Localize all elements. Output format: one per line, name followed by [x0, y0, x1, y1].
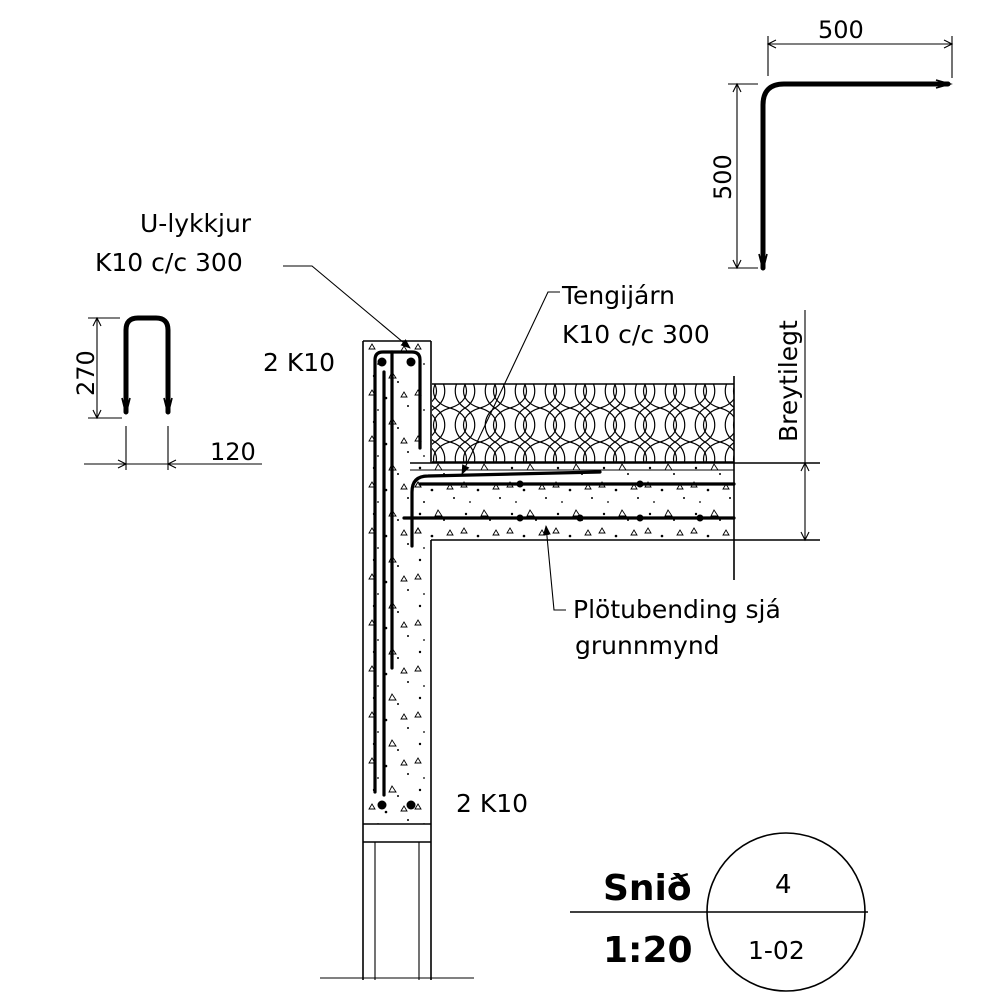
breytilegt-label: Breytilegt	[774, 320, 803, 442]
u-lykkjur-label: U-lykkjur	[140, 209, 252, 238]
plotubending-label: Plötubending sjá	[573, 595, 781, 624]
two-k10-top-label: 2 K10	[263, 348, 335, 377]
slab-height-dimension	[740, 310, 820, 542]
title-block	[570, 832, 868, 992]
u-bar-detail	[84, 315, 262, 470]
u-bar-width-dimension: 120	[210, 438, 256, 466]
section-title: Snið	[603, 868, 692, 909]
sheet-reference: 1-02	[748, 936, 805, 965]
leader-lines	[283, 265, 566, 611]
insulation-layer	[432, 376, 735, 580]
plotubending-sub: grunnmynd	[575, 631, 720, 660]
bent-bar-horizontal-dimension: 500	[818, 16, 864, 44]
u-lykkjur-spec: K10 c/c 300	[95, 248, 243, 277]
section-scale: 1:20	[603, 930, 693, 971]
bent-bar-detail	[728, 36, 954, 271]
two-k10-bottom-label: 2 K10	[456, 789, 528, 818]
bent-bar-vertical-dimension: 500	[709, 154, 737, 200]
tengijarn-label: Tengijárn	[561, 281, 675, 310]
section-number: 4	[775, 870, 792, 900]
u-bar-height-dimension: 270	[72, 350, 100, 396]
tengijarn-spec: K10 c/c 300	[562, 320, 710, 349]
wall-reinforcement	[373, 350, 736, 810]
